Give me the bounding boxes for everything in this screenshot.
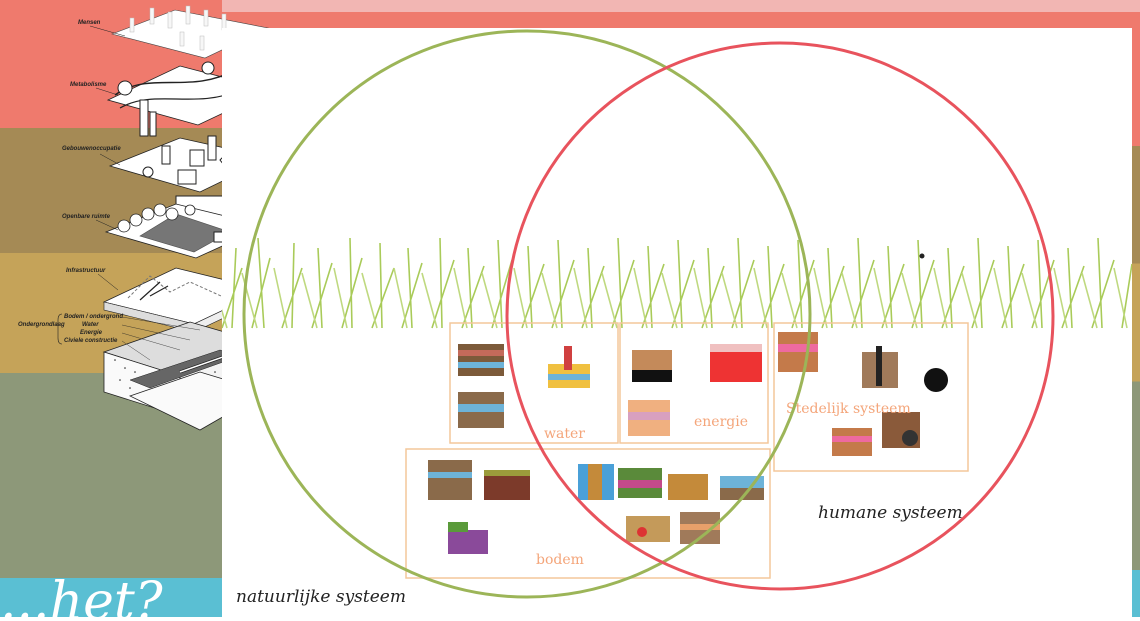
layer-label-infrastructuur: Infrastructuur bbox=[66, 268, 106, 274]
sublayer-label-energie: Energie bbox=[80, 330, 103, 336]
box-label-water: water bbox=[544, 426, 585, 442]
natural-system-circle bbox=[242, 29, 812, 599]
layer-label-gebouwen: Gebouwenoccupatie bbox=[62, 146, 121, 152]
box-label-stedelijk: Stedelijk systeem bbox=[786, 401, 911, 417]
box-energie: energie bbox=[619, 322, 769, 444]
band-teal bbox=[0, 578, 222, 617]
box-label-energie: energie bbox=[694, 414, 748, 430]
layer-label-mensen: Mensen bbox=[78, 20, 101, 26]
human-system-circle bbox=[505, 41, 1055, 591]
sublayer-label-civiele: Civiele constructie bbox=[64, 338, 118, 344]
sublayer-label-bodem: Bodem / ondergrond bbox=[64, 314, 123, 320]
diagram-canvas: water energie Stedelijk systeem bbox=[211, 28, 1133, 617]
box-label-bodem: bodem bbox=[536, 552, 584, 568]
small-dot bbox=[919, 253, 925, 259]
grass-band bbox=[211, 237, 1133, 329]
right-edge-strip bbox=[1132, 28, 1140, 617]
layer-label-metabolisme: Metabolisme bbox=[70, 82, 107, 88]
venn-diagram: water energie Stedelijk systeem bbox=[211, 29, 1133, 607]
humane-systeem-label: humane systeem bbox=[818, 503, 963, 523]
layer-label-ondergrondlaag: Ondergrondlaag bbox=[18, 322, 65, 328]
top-bar bbox=[0, 12, 1140, 28]
box-water: water bbox=[449, 322, 619, 444]
box-bodem: bodem bbox=[405, 448, 771, 579]
top-bar-light bbox=[0, 0, 1140, 12]
question-text: ...het? bbox=[0, 572, 163, 617]
layer-label-openbare-ruimte: Openbare ruimte bbox=[62, 214, 111, 220]
sublayer-label-water: Water bbox=[82, 322, 99, 328]
box-stedelijk: Stedelijk systeem bbox=[773, 322, 969, 472]
natuurlijke-systeem-label: natuurlijke systeem bbox=[236, 587, 406, 607]
